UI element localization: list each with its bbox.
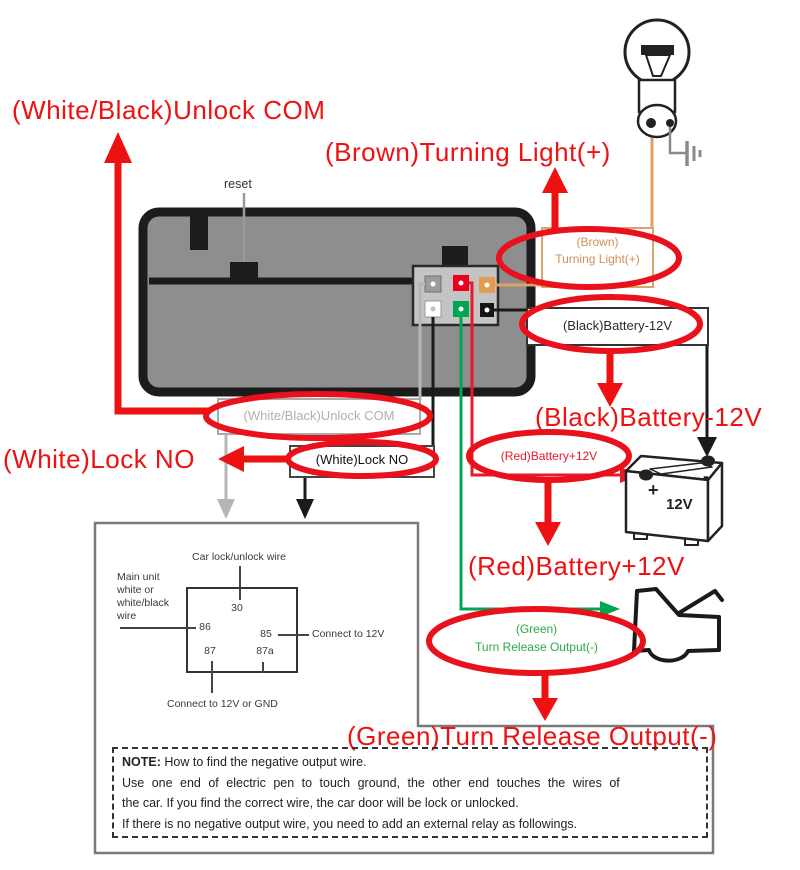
bubble-green: (Green) Turn Release Output(-) xyxy=(430,620,643,656)
relay-diagram-lines xyxy=(120,566,309,693)
note-line2: Use one end of electric pen to touch gro… xyxy=(122,775,620,790)
battery-voltage: 12V xyxy=(666,496,693,513)
wire-gray xyxy=(418,282,425,400)
relay-section-box xyxy=(93,521,715,855)
car-door-icon xyxy=(632,587,724,663)
bubble-black-battery: (Black)Battery-12V xyxy=(562,318,673,333)
battery-minus-sign: - xyxy=(703,466,709,486)
relay-pin-87a: 87a xyxy=(256,645,274,657)
bubble-red-battery: (Red)Battery+12V xyxy=(500,449,598,463)
bubble-lock-no: (White)Lock NO xyxy=(315,452,409,467)
battery-plus-sign: + xyxy=(648,480,659,500)
relay-left-line: wire xyxy=(117,610,137,622)
wire-green-arrowhead xyxy=(600,601,620,617)
relay-pin-87: 87 xyxy=(204,645,216,657)
relay-bottom-label: Connect to 12V or GND xyxy=(167,698,278,710)
relay-left-label: Main unit white or white/black wire xyxy=(117,571,169,623)
relay-top-label: Car lock/unlock wire xyxy=(192,551,286,563)
pin-dot xyxy=(430,306,436,312)
bubble-green-line1: (Green) xyxy=(515,622,558,636)
reset-label: reset xyxy=(224,177,252,191)
note-line3: the car. If you find the correct wire, t… xyxy=(122,796,519,810)
label-battery-minus: (Black)Battery-12V xyxy=(535,402,763,432)
bubble-green-line2: Turn Release Output(-) xyxy=(475,640,598,654)
note-title: NOTE: xyxy=(122,755,161,769)
note-line1: NOTE: How to find the negative output wi… xyxy=(122,752,698,773)
relay-pin-85: 85 xyxy=(260,628,272,640)
pin-dot xyxy=(484,282,490,288)
bubble-brown-line1: (Brown) xyxy=(576,235,619,249)
connector-tab xyxy=(442,246,468,267)
bubble-brown-line2: Turning Light(+) xyxy=(555,252,640,266)
relay-pin-30: 30 xyxy=(231,602,243,614)
bubble-brown: (Brown) Turning Light(+) xyxy=(542,234,653,268)
pin-dot xyxy=(484,307,490,313)
bubble-unlock-com: (White/Black)Unlock COM xyxy=(243,408,395,423)
label-turn-release: (Green)Turn Release Output(-) xyxy=(347,721,718,751)
note-title-rest: How to find the negative output wire. xyxy=(164,755,367,769)
note-line4: If there is no negative output wire, you… xyxy=(122,816,578,831)
pin-dot xyxy=(430,281,436,287)
label-unlock-com: (White/Black)Unlock COM xyxy=(12,95,326,125)
label-battery-plus: (Red)Battery+12V xyxy=(468,551,685,581)
wire-black-battery-arrowhead xyxy=(697,437,717,457)
pin-dot xyxy=(458,306,464,312)
wire-black-lock-arrowhead xyxy=(296,499,314,519)
relay-left-line: white or xyxy=(117,584,154,596)
reset-button xyxy=(230,262,258,279)
note-box: NOTE: How to find the negative output wi… xyxy=(112,747,708,838)
pin-dot xyxy=(458,280,464,286)
label-lock-no: (White)Lock NO xyxy=(3,444,195,474)
ground-icon xyxy=(668,127,702,166)
label-turning-light: (Brown)Turning Light(+) xyxy=(325,137,611,167)
unit-notch xyxy=(190,216,208,250)
battery-icon xyxy=(624,454,724,546)
relay-right-label: Connect to 12V xyxy=(312,628,385,640)
relay-left-line: white/black xyxy=(117,597,169,609)
relay-left-line: Main unit xyxy=(117,571,160,583)
relay-pin-86: 86 xyxy=(199,621,211,633)
turn-light-bulb-icon xyxy=(623,18,691,139)
wire-gray-arrowhead xyxy=(217,499,235,519)
